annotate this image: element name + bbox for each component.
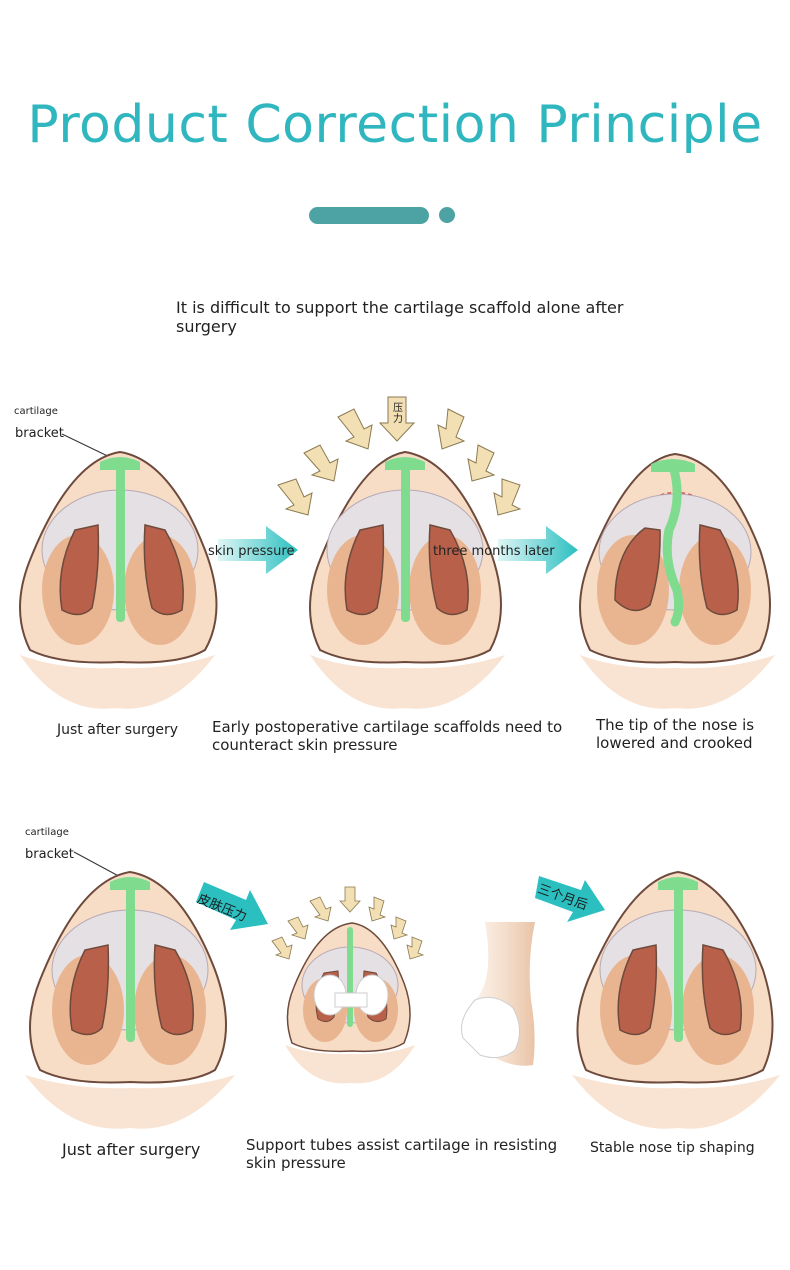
arrow-skin-pressure-cn (196, 882, 268, 930)
caption-support-tubes: Support tubes assist cartilage in resist… (246, 1136, 558, 1172)
arrow-label-three-months-later: three months later (433, 544, 555, 559)
pressure-label: 压力 (393, 403, 403, 425)
arrow-three-months-cn (535, 876, 605, 922)
nose-diagram-just-after-surgery (19, 450, 218, 709)
page-title: Product Correction Principle (27, 95, 763, 155)
nose-profile-with-tube (461, 922, 535, 1066)
caption-stable-shaping: Stable nose tip shaping (590, 1140, 755, 1156)
pressure-arrows-bottom (271, 886, 425, 960)
annotation-cartilage: cartilage (14, 406, 58, 417)
nose-diagram-with-support-tubes (285, 922, 415, 1084)
caption-just-after-surgery-2: Just after surgery (62, 1140, 201, 1159)
caption-tip-lowered: The tip of the nose is lowered and crook… (596, 716, 755, 752)
arrow-skin-pressure (218, 526, 298, 574)
arrow-label-skin-pressure: skin pressure (208, 544, 295, 559)
nose-diagram-stable (572, 870, 780, 1129)
caption-just-after-surgery: Just after surgery (57, 722, 179, 738)
decorative-bar (309, 207, 429, 224)
annotation-cartilage-bottom: cartilage (25, 827, 69, 838)
section-subtitle: It is difficult to support the cartilage… (176, 298, 624, 336)
nose-diagram-pressure (309, 450, 505, 709)
nose-diagram-just-after-surgery-2 (25, 870, 235, 1129)
arrow-three-months-later (498, 526, 578, 574)
caption-early-postoperative: Early postoperative cartilage scaffolds … (212, 718, 563, 754)
annotation-bracket: bracket (15, 426, 64, 441)
annotation-bracket-bottom: bracket (25, 847, 74, 862)
pressure-arrows-top (277, 396, 522, 516)
nose-diagram-crooked (579, 452, 775, 709)
decorative-dot (439, 207, 455, 223)
